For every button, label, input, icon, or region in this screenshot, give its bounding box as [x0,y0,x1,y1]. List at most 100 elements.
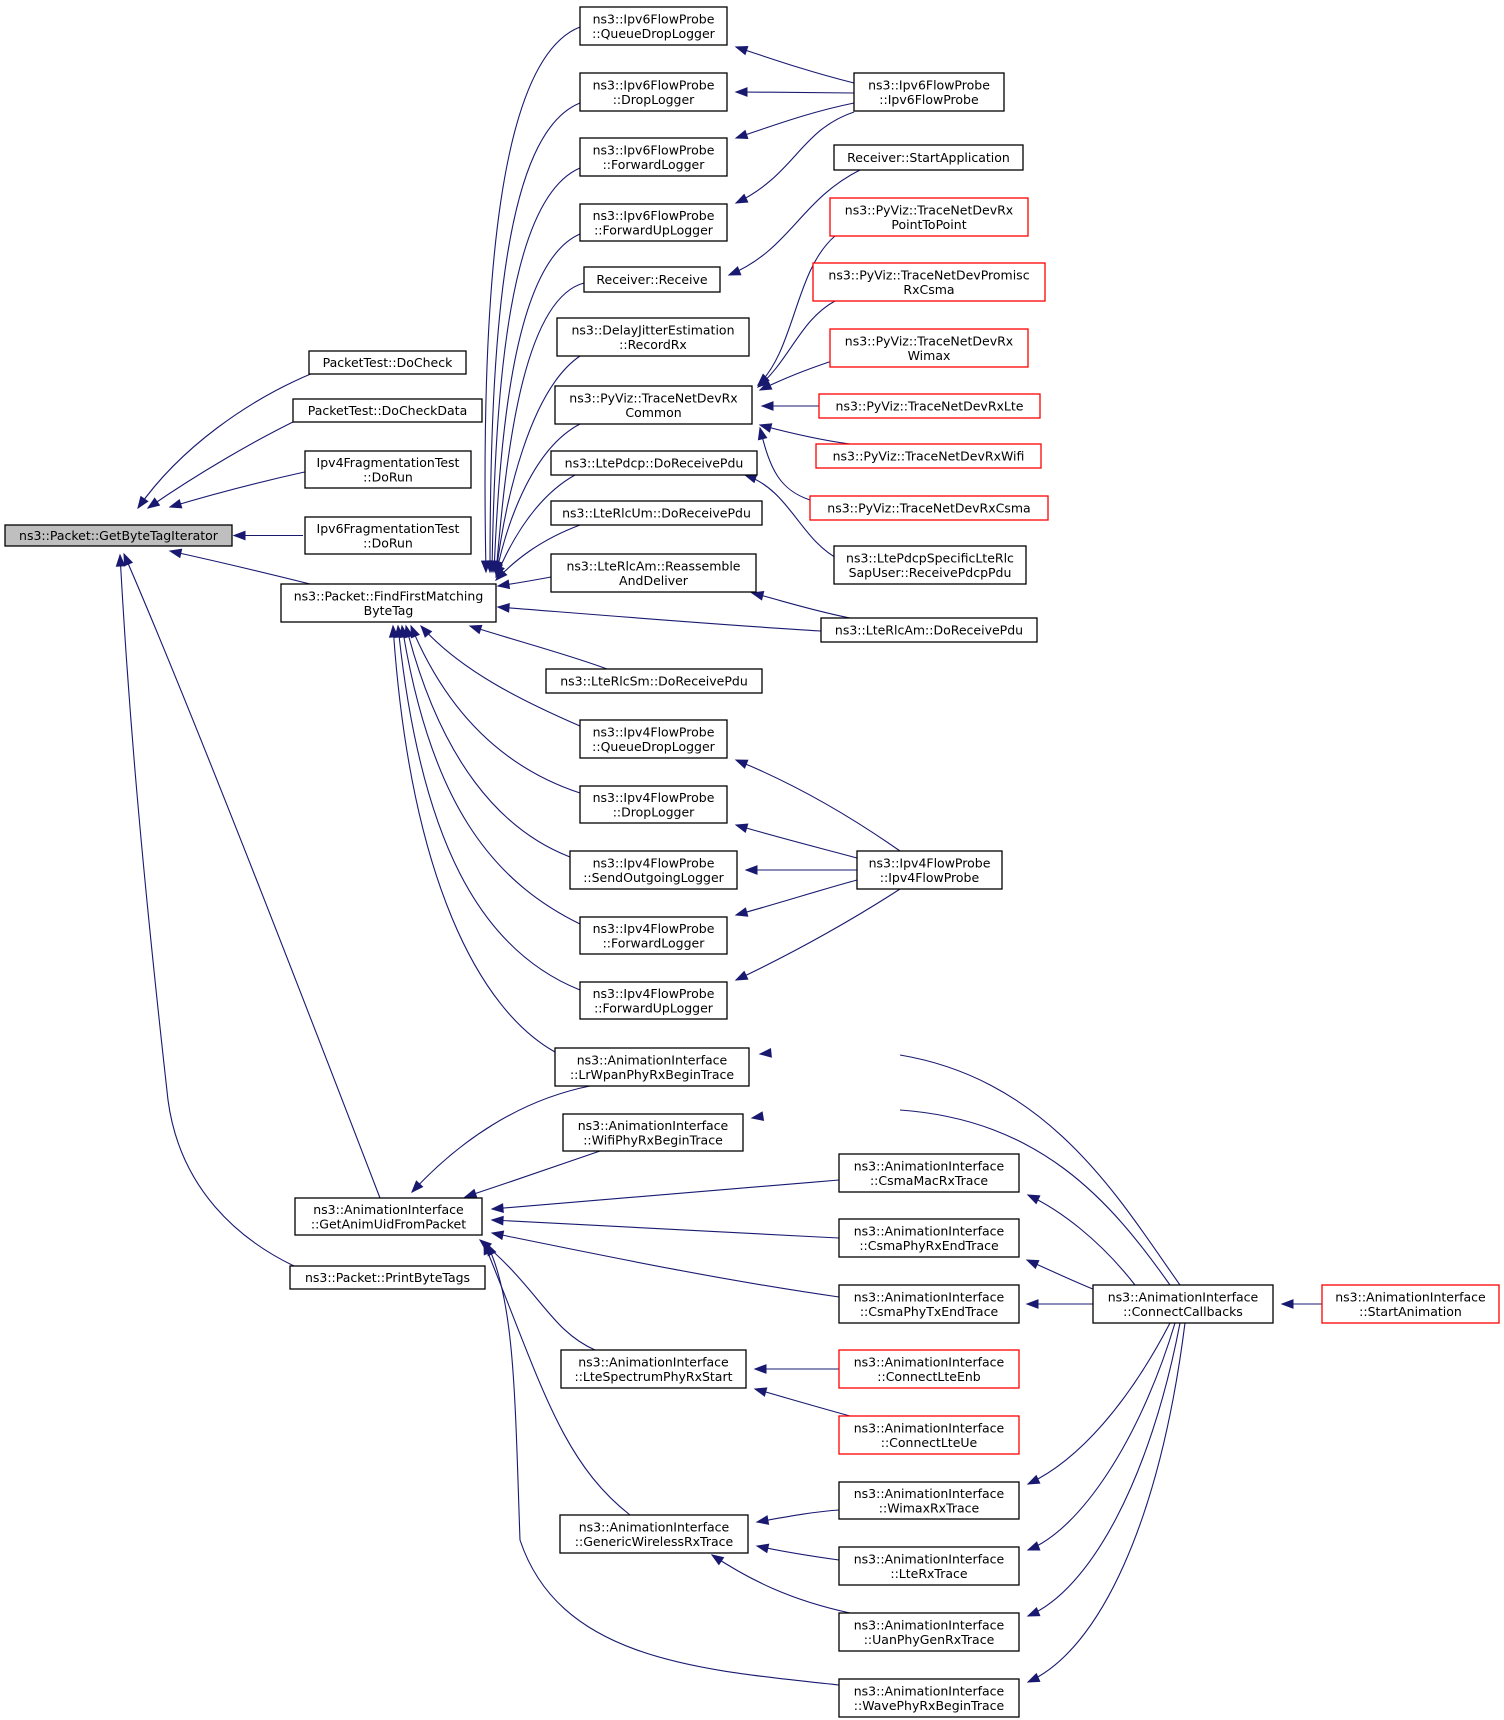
node-connectCallbacks[interactable]: ns3::AnimationInterface::ConnectCallback… [1092,1284,1274,1324]
edge-getAnimUid-to-root [123,552,381,1199]
node-wimaxRx[interactable]: ns3::AnimationInterface::WimaxRxTrace [838,1481,1020,1520]
edge-line [495,355,581,575]
node-pyvizCsma[interactable]: ns3::PyViz::TraceNetDevRxCsma [809,495,1049,521]
edge-line [405,625,571,858]
node-label: ::DropLogger [613,92,695,107]
node-uanPhyGen[interactable]: ns3::AnimationInterface::UanPhyGenRxTrac… [838,1612,1020,1652]
node-box [838,1546,1020,1586]
arrowhead-icon [463,1188,478,1199]
node-label: ::GenericWirelessRxTrace [575,1534,734,1549]
node-box [838,1678,1020,1718]
node-ipv4ForwardUp[interactable]: ns3::Ipv4FlowProbe::ForwardUpLogger [579,981,728,1020]
edge-wimaxRx-to-genericWireless [755,1509,840,1525]
edge-line [495,282,585,574]
node-ipv4Forward[interactable]: ns3::Ipv4FlowProbe::ForwardLogger [579,916,728,955]
node-delayJitter[interactable]: ns3::DelayJitterEstimation::RecordRx [556,317,750,357]
node-label: ns3::LteRlcUm::DoReceivePdu [562,506,751,521]
node-ipv6Ctor[interactable]: ns3::Ipv6FlowProbe::Ipv6FlowProbe [853,72,1005,112]
node-ipv6QueueDrop[interactable]: ns3::Ipv6FlowProbe::QueueDropLogger [579,6,728,46]
node-box [292,398,483,423]
node-csmaPhyTxEnd[interactable]: ns3::AnimationInterface::CsmaPhyTxEndTra… [838,1284,1020,1324]
node-ltePdcp[interactable]: ns3::LtePdcp::DoReceivePdu [550,450,758,476]
node-receiverReceive[interactable]: Receiver::Receive [583,266,721,293]
node-connectLteUe[interactable]: ns3::AnimationInterface::ConnectLteUe [838,1415,1020,1455]
node-box [829,197,1029,237]
edge-connectCallbacks-to-wavePhyRx [1026,1322,1186,1683]
node-ipv6Drop[interactable]: ns3::Ipv6FlowProbe::DropLogger [579,72,728,112]
edge-line [711,1554,851,1614]
edge-line [491,1232,840,1298]
node-ipv4Ctor[interactable]: ns3::Ipv4FlowProbe::Ipv4FlowProbe [856,850,1003,890]
node-label: ns3::PyViz::TraceNetDevRxWifi [833,449,1025,464]
node-ipv4FragRun[interactable]: Ipv4FragmentationTest::DoRun [304,450,472,489]
node-ipv4QueueDrop[interactable]: ns3::Ipv4FlowProbe::QueueDropLogger [579,719,728,759]
node-box [545,668,763,694]
node-box [304,450,472,489]
node-label: ::DoRun [363,535,413,550]
node-lteSpectrum[interactable]: ns3::AnimationInterface::LteSpectrumPhyR… [560,1349,747,1389]
node-label: ::ConnectLteEnb [877,1369,980,1384]
node-lteRlcUm[interactable]: ns3::LteRlcUm::DoReceivePdu [550,500,763,526]
node-label: Common [625,405,681,420]
node-lteRlcAmReceive[interactable]: ns3::LteRlcAm::DoReceivePdu [820,617,1038,643]
node-ipv4Drop[interactable]: ns3::Ipv4FlowProbe::DropLogger [579,785,728,824]
arrowhead-icon [137,495,149,510]
edge-ipv4Ctor-to-ipv4QueueDrop [734,759,901,852]
edge-line [754,1388,851,1417]
arrowhead-icon [734,907,749,917]
node-wavePhyRx[interactable]: ns3::AnimationInterface::WavePhyRxBeginT… [838,1678,1020,1718]
node-root[interactable]: ns3::Packet::GetByteTagIterator [4,524,233,547]
arrowhead-icon [490,1203,504,1213]
edge-pyvizP2P-to-pyvizCommon [756,235,836,386]
node-ipv6Forward[interactable]: ns3::Ipv6FlowProbe::ForwardLogger [579,137,728,177]
node-receiverStart[interactable]: Receiver::StartApplication [833,144,1024,171]
edge-csmaMacRx-to-getAnimUid [490,1179,840,1213]
edge-line [410,625,581,794]
node-doCheckData[interactable]: PacketTest::DoCheckData [292,398,483,423]
node-ipv4SendOut[interactable]: ns3::Ipv4FlowProbe::SendOutgoingLogger [569,850,738,890]
node-getAnimUid[interactable]: ns3::AnimationInterface::GetAnimUidFromP… [294,1197,483,1236]
node-csmaMacRx[interactable]: ns3::AnimationInterface::CsmaMacRxTrace [838,1153,1020,1193]
arrowhead-icon [388,624,399,638]
arrowhead-icon [744,865,758,875]
node-startAnimation[interactable]: ns3::AnimationInterface::StartAnimation [1321,1284,1500,1324]
node-ltePdcpSpecific[interactable]: ns3::LtePdcpSpecificLteRlcSapUser::Recei… [833,545,1027,585]
node-label: ns3::LteRlcAm::Reassemble [566,558,740,573]
edge-line [757,300,836,388]
node-lteRx[interactable]: ns3::AnimationInterface::LteRxTrace [838,1546,1020,1586]
edge-line [486,1243,840,1686]
node-csmaPhyRxEnd[interactable]: ns3::AnimationInterface::CsmaPhyRxEndTra… [838,1218,1020,1258]
node-connectLteEnb[interactable]: ns3::AnimationInterface::ConnectLteEnb [838,1349,1020,1389]
edge-lteRlcAmReceive-to-findFirst [496,602,822,632]
edge-line [479,1239,596,1351]
edge-line [759,427,811,501]
node-layer: ns3::Packet::GetByteTagIterator PacketTes… [4,6,1500,1718]
node-pyvizWifi[interactable]: ns3::PyViz::TraceNetDevRxWifi [815,443,1042,469]
arrowhead-icon [146,497,161,509]
node-genericWireless[interactable]: ns3::AnimationInterface::GenericWireless… [559,1514,749,1554]
edge-ipv4Ctor-to-ipv4Drop [734,823,858,859]
node-box [579,916,728,955]
node-ipv6ForwardUp[interactable]: ns3::Ipv6FlowProbe::ForwardUpLogger [579,203,728,242]
node-label: Receiver::StartApplication [847,150,1010,165]
node-printByteTags[interactable]: ns3::Packet::PrintByteTags [289,1265,486,1290]
node-ipv6FragRun[interactable]: Ipv6FragmentationTest::DoRun [304,516,472,555]
node-label: ns3::AnimationInterface [1335,1289,1486,1304]
node-label: ns3::AnimationInterface [577,1052,728,1067]
node-lrWpan[interactable]: ns3::AnimationInterface::LrWpanPhyRxBegi… [554,1047,750,1087]
node-label: ns3::AnimationInterface [854,1158,1005,1173]
arrowhead-icon [760,401,774,411]
node-pyvizLte[interactable]: ns3::PyViz::TraceNetDevRxLte [818,393,1041,419]
node-wifiPhyRx[interactable]: ns3::AnimationInterface::WifiPhyRxBeginT… [562,1113,744,1152]
node-doCheck[interactable]: PacketTest::DoCheck [308,350,467,375]
arrowhead-icon [490,1230,505,1241]
node-box [579,6,728,46]
node-lteRlcSm[interactable]: ns3::LteRlcSm::DoReceivePdu [545,668,763,694]
node-label: ns3::Ipv6FlowProbe [868,77,990,92]
